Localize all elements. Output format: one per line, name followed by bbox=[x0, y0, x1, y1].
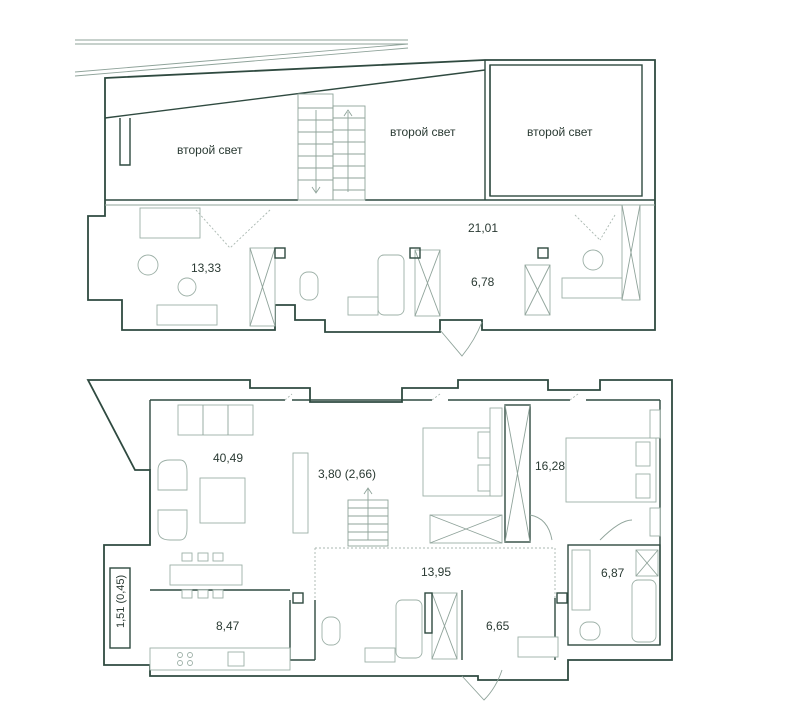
upper-bed bbox=[156, 304, 218, 326]
bathtub-lower bbox=[395, 599, 423, 659]
upper-sink bbox=[347, 296, 379, 316]
lower-area-bath-small: 6,87 bbox=[601, 566, 625, 580]
upper-area-bathroom: 6,78 bbox=[471, 275, 495, 289]
dining-table bbox=[169, 564, 243, 586]
lower-area-living: 40,49 bbox=[213, 451, 243, 465]
lower-area-stair-zone: 3,80 (2,66) bbox=[318, 467, 376, 481]
lower-stairs bbox=[347, 487, 389, 547]
upper-lamp-icon bbox=[177, 277, 197, 297]
lower-outer-wall bbox=[86, 379, 673, 681]
upper-area-bedroom: 13,33 bbox=[191, 261, 221, 275]
upper-outer-wall bbox=[87, 59, 656, 333]
lower-area-bathroom: 6,65 bbox=[486, 619, 510, 633]
bath-door-icon bbox=[599, 519, 633, 541]
bedroom-door-icon bbox=[529, 514, 553, 541]
armchair-top-icon bbox=[157, 459, 188, 491]
second-light-label-2: второй свет bbox=[390, 125, 456, 139]
sofa bbox=[177, 404, 254, 436]
upper-door-icon bbox=[439, 321, 483, 357]
second-light-label-1: второй свет bbox=[177, 143, 243, 157]
lower-area-corridor: 13,95 bbox=[421, 565, 451, 579]
toilet-right bbox=[579, 621, 601, 641]
balcony bbox=[109, 567, 131, 649]
armchair-bottom-icon bbox=[157, 509, 188, 541]
upper-chair-icon bbox=[137, 254, 159, 276]
upper-sofa bbox=[139, 207, 201, 239]
lower-floor: 40,49 3,80 (2,66) 16,28 13,95 6,87 8,47 … bbox=[86, 379, 673, 701]
lower-area-balcony: 1,51 (0,45) bbox=[115, 575, 127, 628]
toilet-lower bbox=[321, 616, 341, 646]
coffee-table bbox=[199, 477, 246, 524]
upper-lamp-right-icon bbox=[582, 249, 604, 271]
lower-area-bedroom: 16,28 bbox=[535, 459, 565, 473]
lower-entry-door-icon bbox=[461, 669, 503, 701]
upper-stairs bbox=[297, 93, 366, 201]
upper-floor: второй свет второй свет второй свет 21,0… bbox=[74, 39, 656, 357]
upper-area-hall: 21,01 bbox=[468, 221, 498, 235]
washer bbox=[517, 636, 559, 658]
upper-desk bbox=[561, 277, 623, 299]
kitchen-counter bbox=[149, 647, 291, 671]
bathtub-right bbox=[631, 579, 657, 643]
tv-stand bbox=[292, 452, 309, 534]
lower-area-kitchen: 8,47 bbox=[216, 619, 240, 633]
upper-toilet bbox=[299, 271, 319, 301]
upper-bathtub bbox=[377, 254, 405, 316]
second-light-label-3: второй свет bbox=[527, 125, 593, 139]
